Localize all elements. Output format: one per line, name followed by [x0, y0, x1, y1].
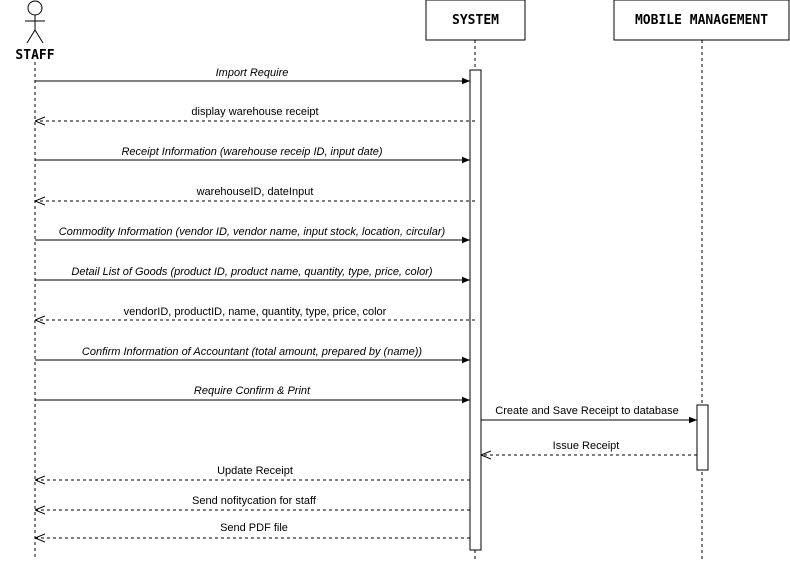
- message-label-create-and-save-receipt: Create and Save Receipt to database: [495, 405, 678, 417]
- message-label-send-pdf-file: Send PDF file: [220, 522, 288, 534]
- system-box: [425, 0, 526, 41]
- message-label-send-notification: Send nofitycation for staff: [192, 495, 317, 507]
- message-label-display-warehouse-receipt: display warehouse receipt: [191, 106, 318, 118]
- message-label-commodity-information: Commodity Information (vendor ID, vendor…: [59, 226, 446, 238]
- message-label-confirm-information: Confirm Information of Accountant (total…: [82, 346, 422, 358]
- message-label-update-receipt: Update Receipt: [217, 465, 293, 477]
- message-label-receipt-information: Receipt Information (warehouse receip ID…: [121, 146, 382, 158]
- mobile-box: [613, 0, 790, 41]
- message-label-detail-list-of-goods: Detail List of Goods (product ID, produc…: [71, 266, 432, 278]
- message-label-vendorid-productid: vendorID, productID, name, quantity, typ…: [124, 306, 387, 318]
- mobile-activation-bar: [696, 404, 709, 471]
- system-activation-bar: [469, 69, 482, 551]
- system-label: SYSTEM: [452, 13, 499, 28]
- message-label-warehouseid-dateinput: warehouseID, dateInput: [196, 186, 314, 198]
- message-label-issue-receipt: Issue Receipt: [553, 440, 620, 452]
- staff-actor-icon: [25, 0, 45, 44]
- message-label-import-require: Import Require: [216, 67, 289, 79]
- mobile-label: MOBILE MANAGEMENT: [635, 13, 768, 28]
- staff-label: STAFF: [15, 48, 54, 63]
- message-label-require-confirm-print: Require Confirm & Print: [194, 385, 311, 397]
